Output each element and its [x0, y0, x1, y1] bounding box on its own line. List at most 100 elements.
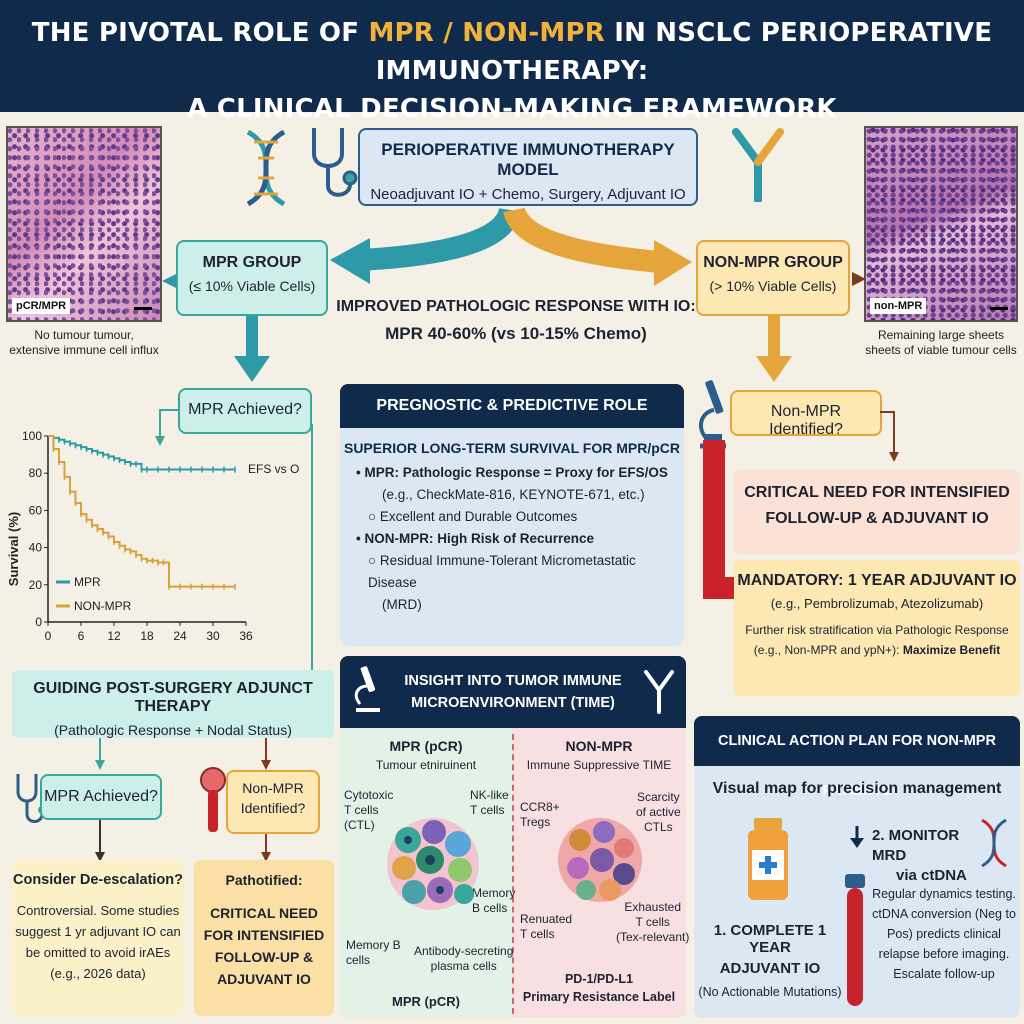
non-mpr-identified-bottom: Non-MPR Identified?	[226, 770, 320, 834]
guiding-box: GUIDING POST-SURGERY ADJUNCT THERAPY (Pa…	[12, 670, 334, 738]
mandatory-sub: (e.g., Pembrolizumab, Atezolizumab)	[770, 596, 984, 611]
series-line-non-mpr	[48, 435, 235, 588]
critical-need-top: CRITICAL NEED FOR INTENSIFIED FOLLOW-UP …	[734, 470, 1020, 554]
model-title: PERIOPERATIVE IMMUNOTHERAPY MODEL	[381, 140, 675, 179]
non-mpr-cell-cluster	[558, 818, 642, 902]
x-tick-label: 18	[140, 629, 154, 643]
mpr-achieved-bottom: MPR Achieved?	[40, 774, 162, 820]
prognostic-bullet-1b: ○ Excellent and Durable Outcomes	[368, 509, 578, 524]
down-arrow-icon	[850, 826, 864, 848]
mpr-group-title: MPR GROUP	[202, 254, 302, 271]
scale-bar	[990, 307, 1008, 310]
microscope-icon	[354, 666, 380, 712]
antibody-icon	[732, 128, 784, 202]
x-tick-label: 24	[173, 629, 187, 643]
non-mpr-group-subtitle: (> 10% Viable Cells)	[709, 278, 837, 294]
prognostic-heading: SUPERIOR LONG-TERM SURVIVAL FOR MPR/pCR	[343, 440, 680, 456]
histology-caption-mpr: No tumour tumour,extensive immune cell i…	[9, 328, 159, 357]
scale-bar	[134, 307, 152, 310]
dna-icon	[981, 818, 1007, 868]
series-line-mpr	[48, 435, 235, 471]
y-tick-label: 100	[22, 429, 42, 443]
guiding-subtitle: (Pathologic Response + Nodal Status)	[54, 722, 292, 738]
divider	[512, 734, 514, 1014]
time-mpr-footer: MPR (pCR)	[392, 994, 460, 1009]
label-ccr8: CCR8+Tregs	[520, 800, 560, 829]
histology-image-mpr: pCR/MPR	[6, 126, 162, 322]
histology-label-non-mpr: non-MPR	[870, 298, 927, 314]
arrow-left-small	[162, 274, 176, 288]
mandatory-title: MANDATORY: 1 YEAR ADJUVANT IO	[737, 572, 1017, 589]
y-tick-label: 80	[29, 466, 43, 480]
page-title-line-1: THE PIVOTAL ROLE OF MPR / NON-MPR IN NSC…	[31, 18, 993, 86]
page-header: THE PIVOTAL ROLE OF MPR / NON-MPR IN NSC…	[0, 0, 1024, 124]
step-1: 1. COMPLETE 1 YEAR ADJUVANT IO (No Actio…	[698, 922, 842, 999]
x-tick-label: 0	[45, 629, 52, 643]
mpr-group-box: MPR GROUP (≤ 10% Viable Cells)	[176, 240, 328, 316]
mpr-down-arrow	[234, 316, 270, 382]
mpr-group-subtitle: (≤ 10% Viable Cells)	[188, 278, 316, 294]
non-mpr-identified-top: Non-MPR Identified?	[730, 390, 882, 438]
pathotified-box: Pathotified: CRITICAL NEED FOR INTENSIFI…	[194, 860, 334, 1016]
time-mpr-sub: Tumour etniruinent	[375, 758, 477, 772]
specimen-tube-icon	[200, 767, 226, 832]
page-title-line-2: A CLINICAL DECISION-MAKING FRAMEWORK	[187, 94, 837, 124]
y-tick-label: 60	[29, 503, 43, 517]
step-2-text: Regular dynamics testing.ctDNA conversio…	[872, 887, 1016, 981]
chart-series	[48, 434, 236, 590]
action-plan-sub: Visual map for precision management	[712, 780, 1002, 797]
action-plan-bar: CLINICAL ACTION PLAN FOR NON-MPR PATIENT…	[694, 716, 1020, 799]
prognostic-bullet-2a: ○ Residual Immune-Tolerant Micrometastat…	[368, 553, 636, 590]
legend-label: NON-MPR	[74, 599, 132, 613]
mandatory-note-2: (e.g., Non-MPR and ypN+): Maximize Benef…	[753, 643, 1001, 657]
arrow-right-small	[852, 272, 866, 286]
antibody-icon	[644, 670, 674, 714]
improved-response-claim: IMPROVED PATHOLOGIC RESPONSE WITH IO: MP…	[336, 298, 696, 343]
prognostic-bullet-1a: (e.g., CheckMate-816, KEYNOTE-671, etc.)	[382, 487, 645, 502]
non-mpr-group-title: NON-MPR GROUP	[703, 254, 843, 271]
time-non-mpr-sub: Immune Suppressive TIME	[526, 758, 672, 772]
non-mpr-group-box: NON-MPR GROUP (> 10% Viable Cells)	[696, 240, 850, 316]
bottom-down-arrows	[95, 820, 271, 862]
time-mpr-title: MPR (pCR)	[389, 738, 463, 754]
histology-image-non-mpr: non-MPR	[864, 126, 1018, 322]
mpr-achieved-top: MPR Achieved?	[178, 388, 312, 434]
prognostic-panel: PREGNOSTIC & PREDICTIVE ROLE SUPERIOR LO…	[340, 384, 684, 646]
de-escalation-title: Consider De-escalation?	[12, 872, 183, 888]
y-tick-label: 20	[29, 578, 43, 592]
de-escalation-box: Consider De-escalation? Controversial. S…	[12, 860, 184, 1016]
prognostic-bullet-2b: (MRD)	[382, 597, 422, 612]
histology-label-mpr: pCR/MPR	[12, 298, 71, 314]
dna-icon	[246, 129, 286, 207]
chart-y-axis-label: Survival (%)	[6, 512, 21, 586]
model-subtitle: Neoadjuvant IO + Chemo, Surgery, Adjuvan…	[370, 186, 686, 203]
prognostic-bullet-2: • NON-MPR: High Risk of Recurrence	[356, 531, 595, 546]
prognostic-bar: PREGNOSTIC & PREDICTIVE ROLE	[340, 384, 684, 428]
guiding-down-arrows	[95, 738, 271, 770]
mandatory-note-1: Further risk stratification via Patholog…	[745, 623, 1009, 637]
chart-annotation: EFS vs OS	[248, 462, 300, 476]
mpr-cell-cluster	[387, 818, 479, 910]
x-tick-label: 12	[107, 629, 121, 643]
time-non-mpr-title: NON-MPR	[565, 738, 633, 754]
x-tick-label: 30	[206, 629, 220, 643]
stethoscope-icon	[312, 128, 358, 197]
pathotified-title: Pathotified:	[225, 872, 303, 888]
y-tick-label: 40	[29, 541, 43, 555]
connector-right	[880, 411, 899, 462]
branch-arrows	[330, 206, 692, 286]
